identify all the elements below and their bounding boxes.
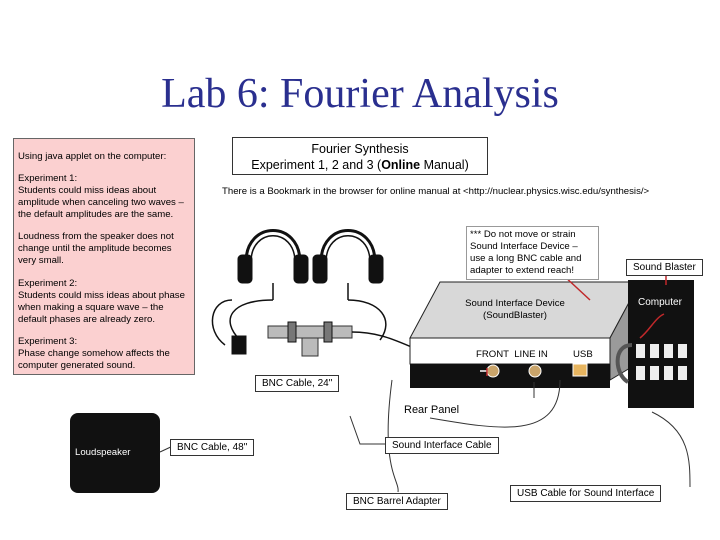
label-bnc-barrel-adapter: BNC Barrel Adapter (346, 493, 448, 510)
label-sound-interface-device: Sound Interface Device (SoundBlaster) (465, 298, 565, 321)
label-sound-interface-cable: Sound Interface Cable (385, 437, 499, 454)
notes-experiment-1: Experiment 1: Students could miss ideas … (18, 173, 184, 220)
synthesis-line-2-suffix: Manual) (420, 158, 469, 172)
label-sound-blaster: Sound Blaster (626, 259, 703, 276)
synthesis-line-2-prefix: Experiment 1, 2 and 3 ( (251, 158, 382, 172)
notes-loudness: Loudness from the speaker does not chang… (18, 231, 174, 266)
label-computer: Computer (632, 296, 688, 309)
label-usb: USB (573, 349, 593, 360)
label-rear-panel: Rear Panel (404, 404, 460, 416)
label-bnc-cable-24: BNC Cable, 24" (255, 375, 340, 392)
notes-experiment-3: Experiment 3: Phase change somehow affec… (18, 336, 170, 371)
label-bnc-cable-48: BNC Cable, 48" (170, 439, 255, 456)
label-usb-cable: USB Cable for Sound Interface (510, 485, 662, 502)
label-loudspeaker: Loudspeaker (75, 447, 131, 458)
label-front-line-in: FRONT LINE IN (476, 349, 548, 360)
notes-intro: Using java applet on the computer: (18, 151, 167, 162)
bookmark-note: There is a Bookmark in the browser for o… (222, 186, 650, 197)
synthesis-line-1: Fourier Synthesis (311, 142, 409, 156)
warning-note: *** Do not move or strain Sound Interfac… (466, 226, 599, 280)
leader-lines (159, 379, 691, 493)
synthesis-line-2: Experiment 1, 2 and 3 (Online Manual) (233, 157, 487, 173)
notes-box: Using java applet on the computer: Exper… (13, 138, 195, 375)
synthesis-online-word: Online (381, 158, 421, 172)
headphones-left-icon (237, 229, 309, 300)
headphones-right-icon (312, 229, 384, 300)
loudspeaker-icon (70, 413, 160, 493)
notes-experiment-2: Experiment 2: Students could miss ideas … (18, 278, 185, 325)
slide-title: Lab 6: Fourier Analysis (161, 71, 559, 117)
fourier-synthesis-box: Fourier Synthesis Experiment 1, 2 and 3 … (232, 137, 488, 175)
